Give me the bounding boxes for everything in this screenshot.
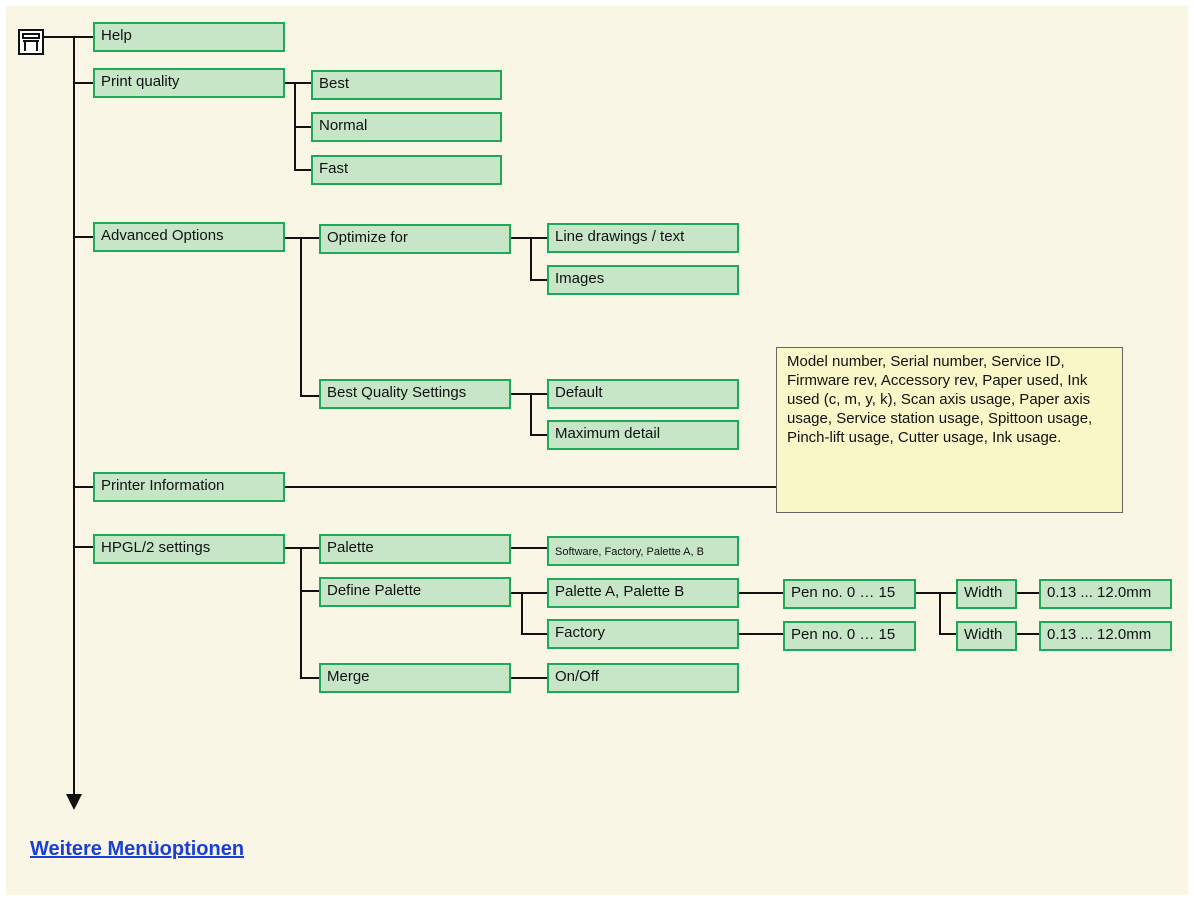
menu-item-hpgl2-settings[interactable]: HPGL/2 settings: [93, 534, 285, 564]
menu-item-define-palette[interactable]: Define Palette: [319, 577, 511, 607]
width-range-value: 0.13 ... 12.0mm: [1039, 579, 1172, 609]
branch-line: [300, 237, 302, 397]
menu-tree-diagram: Help Print quality Advanced Options Prin…: [6, 6, 1188, 895]
width-label-box[interactable]: Width: [956, 579, 1017, 609]
option-normal[interactable]: Normal: [311, 112, 502, 142]
connector: [294, 126, 311, 128]
connector: [73, 486, 93, 488]
connector: [511, 237, 547, 239]
branch-line: [521, 592, 523, 635]
menu-item-palette[interactable]: Palette: [319, 534, 511, 564]
connector: [1017, 592, 1039, 594]
option-default[interactable]: Default: [547, 379, 739, 409]
pen-number-box[interactable]: Pen no. 0 … 15: [783, 579, 916, 609]
connector: [73, 82, 93, 84]
main-spine-line: [73, 37, 75, 797]
menu-item-best-quality-settings[interactable]: Best Quality Settings: [319, 379, 511, 409]
option-images[interactable]: Images: [547, 265, 739, 295]
connector: [285, 237, 319, 239]
connector: [285, 82, 311, 84]
connector: [739, 592, 783, 594]
connector: [521, 633, 547, 635]
option-merge-on-off[interactable]: On/Off: [547, 663, 739, 693]
pen-number-box[interactable]: Pen no. 0 … 15: [783, 621, 916, 651]
connector: [73, 546, 93, 548]
menu-item-help[interactable]: Help: [93, 22, 285, 52]
more-menu-options-link[interactable]: Weitere Menüoptionen: [30, 838, 245, 860]
connector: [285, 486, 776, 488]
width-label-box[interactable]: Width: [956, 621, 1017, 651]
connector: [1017, 633, 1039, 635]
connector: [285, 547, 319, 549]
option-line-drawings-text[interactable]: Line drawings / text: [547, 223, 739, 253]
menu-item-advanced-options[interactable]: Advanced Options: [93, 222, 285, 252]
menu-item-print-quality[interactable]: Print quality: [93, 68, 285, 98]
icon-connector: [44, 36, 74, 38]
option-maximum-detail[interactable]: Maximum detail: [547, 420, 739, 450]
connector: [530, 279, 547, 281]
arrow-down-icon: [66, 794, 82, 810]
menu-item-optimize-for[interactable]: Optimize for: [319, 224, 511, 254]
connector: [294, 169, 311, 171]
connector: [511, 547, 547, 549]
branch-line: [939, 592, 941, 635]
connector: [511, 393, 547, 395]
option-factory[interactable]: Factory: [547, 619, 739, 649]
connector: [739, 633, 783, 635]
menu-item-merge[interactable]: Merge: [319, 663, 511, 693]
connector: [511, 677, 547, 679]
connector: [511, 592, 547, 594]
connector: [916, 592, 956, 594]
connector: [73, 36, 93, 38]
branch-line: [530, 237, 532, 281]
connector: [530, 434, 547, 436]
option-palette-a-b[interactable]: Palette A, Palette B: [547, 578, 739, 608]
width-range-value: 0.13 ... 12.0mm: [1039, 621, 1172, 651]
connector: [300, 590, 319, 592]
connector: [300, 677, 319, 679]
palette-options-value: Software, Factory, Palette A, B: [547, 536, 739, 566]
printer-icon: [18, 29, 44, 55]
branch-line: [300, 547, 302, 679]
printer-information-note: Model number, Serial number, Service ID,…: [776, 347, 1123, 513]
connector: [939, 633, 956, 635]
option-fast[interactable]: Fast: [311, 155, 502, 185]
option-best[interactable]: Best: [311, 70, 502, 100]
branch-line: [530, 393, 532, 436]
menu-item-printer-information[interactable]: Printer Information: [93, 472, 285, 502]
connector: [73, 236, 93, 238]
connector: [300, 395, 319, 397]
